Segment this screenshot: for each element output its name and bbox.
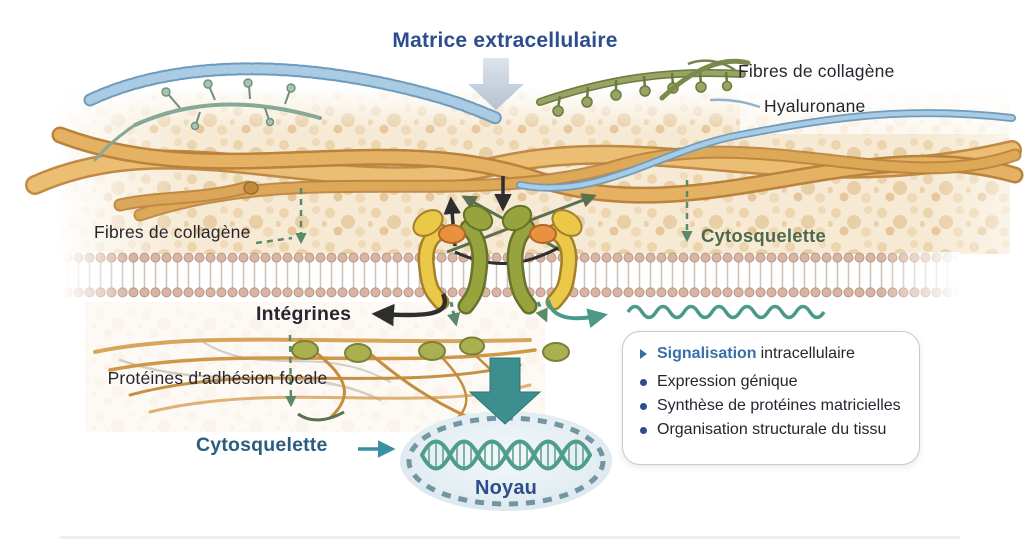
info-item-expression: Expression génique [639, 373, 903, 391]
dot-bullet-icon [639, 402, 657, 410]
info-item-organisation: Organisation structurale du tissu [639, 421, 903, 439]
label-collagen-fibers-left: Fibres de collagène [94, 222, 251, 242]
label-cytoskeleton-bottom: Cytosquelette [196, 434, 328, 456]
hyaluronan-strand [83, 62, 1016, 192]
dot-bullet-icon [639, 426, 657, 434]
label-collagen-fibers-top: Fibres de collagène [738, 61, 895, 81]
label-integrins: Intégrines [256, 303, 352, 325]
intracellular-arrows [371, 293, 826, 329]
label-hyaluronan: Hyaluronane [764, 96, 866, 116]
diagram-title: Matrice extracellulaire [392, 29, 618, 52]
proteoglycan-strands [93, 58, 751, 162]
integrin-left [412, 204, 494, 315]
collagen-fibers [25, 126, 1024, 222]
label-cytoskeleton-right: Cytosquelette [701, 225, 826, 246]
ecm-input-arrow [468, 58, 524, 110]
info-item-rest: intracellulaire [760, 345, 855, 362]
label-pointers [687, 59, 761, 109]
info-item-synthese: Synthèse de protéines matricielles [639, 397, 903, 415]
label-focal-adhesion: Protéines d'adhésion focale [107, 368, 328, 388]
info-item-highlight: Signalisation [657, 345, 757, 362]
label-nucleus: Noyau [474, 477, 538, 499]
signal-squiggle [626, 304, 826, 320]
info-item-text: Expression génique [657, 373, 798, 390]
dot-bullet-icon [639, 378, 657, 386]
integrin-right [501, 204, 583, 315]
triangle-bullet-icon [639, 349, 657, 359]
info-item-text: Organisation structurale du tissu [657, 421, 887, 438]
info-item-text: Synthèse de protéines matricielles [657, 397, 901, 414]
nucleus-graphic [400, 411, 612, 511]
nucleus-input-arrow [468, 357, 542, 425]
bottom-shadow-line [60, 536, 960, 539]
actin-network [93, 336, 570, 422]
dashed-pointers [255, 180, 693, 422]
dna-helix [420, 439, 592, 471]
